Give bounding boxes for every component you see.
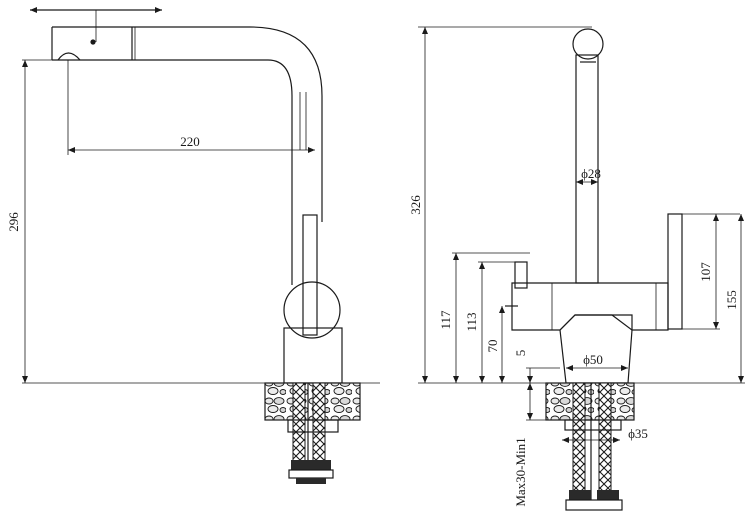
hose-left bbox=[292, 382, 306, 462]
hose-left-right-view bbox=[572, 382, 586, 502]
hose-fitting-lower bbox=[291, 460, 331, 470]
mounting-nut-right bbox=[564, 419, 622, 431]
spout-inner-line bbox=[52, 59, 293, 285]
spout-outer-line bbox=[52, 26, 323, 222]
lever-height-label: 117 bbox=[438, 310, 453, 330]
hole-diameter-label: ϕ35 bbox=[628, 426, 648, 441]
hose-fitting-end bbox=[296, 478, 326, 484]
height-right-label: 326 bbox=[408, 195, 423, 215]
mounting-nut bbox=[287, 419, 339, 433]
handle-height-label: 107 bbox=[698, 262, 713, 282]
spout-diameter-label: ϕ28 bbox=[581, 166, 601, 181]
hose-fitting-nut bbox=[288, 469, 334, 479]
hose-fitting-nuts bbox=[565, 499, 623, 511]
body-height-label: 113 bbox=[464, 312, 479, 331]
filter-lever bbox=[514, 261, 528, 289]
spray-nozzle bbox=[57, 52, 81, 61]
deck-thickness-label: Max30-Min1 bbox=[513, 437, 528, 506]
base-diameter-label: ϕ50 bbox=[583, 352, 603, 367]
total-body-label: 155 bbox=[724, 290, 739, 310]
front-view: ϕ28 326 117 113 70 5 ϕ50 bbox=[408, 26, 745, 511]
hose-fitting-right bbox=[597, 490, 619, 500]
hose-fitting-left bbox=[569, 490, 591, 500]
hose-right-right-view bbox=[598, 382, 612, 502]
spout-tip bbox=[572, 28, 604, 60]
base-cone bbox=[559, 314, 633, 384]
side-view: 220 296 bbox=[6, 7, 380, 484]
countertop-section-right bbox=[545, 382, 635, 421]
faucet-body bbox=[283, 327, 343, 384]
reach-dimension-label: 220 bbox=[180, 134, 200, 149]
pull-point-dot bbox=[90, 39, 96, 45]
base-gap-label: 5 bbox=[513, 350, 528, 357]
lever-handle bbox=[302, 214, 318, 336]
body-dome bbox=[283, 281, 341, 339]
mixer-handle bbox=[667, 213, 683, 330]
hose-right bbox=[312, 382, 326, 462]
height-left-label: 296 bbox=[6, 212, 21, 232]
body-horizontal bbox=[511, 282, 669, 331]
outlet-height-label: 70 bbox=[485, 340, 500, 353]
